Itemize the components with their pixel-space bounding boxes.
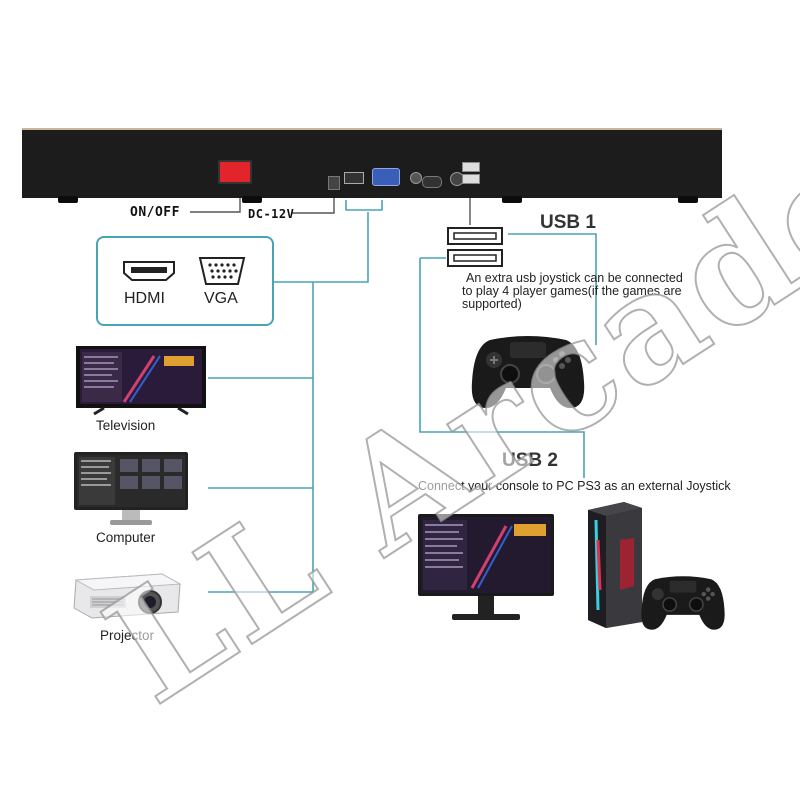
vga-label: VGA bbox=[204, 290, 238, 307]
computer-monitor-icon bbox=[74, 452, 188, 525]
computer-device: Computer bbox=[72, 450, 212, 550]
dc-jack-icon bbox=[328, 176, 340, 190]
usb1-description-line: to play 4 player games(if the games are bbox=[462, 284, 682, 298]
video-ports-box: HDMI VGA bbox=[96, 236, 274, 326]
on-off-label: ON/OFF bbox=[130, 205, 180, 220]
usb1-title: USB 1 bbox=[540, 212, 596, 233]
power-switch[interactable] bbox=[218, 160, 252, 184]
vga-port-icon bbox=[372, 168, 400, 186]
hdmi-label: HDMI bbox=[124, 290, 165, 307]
gamepad-icon bbox=[641, 576, 725, 630]
computer-monitor-icon bbox=[418, 514, 554, 620]
projector-device: Projector bbox=[70, 566, 210, 650]
usb-port-icon bbox=[462, 174, 480, 184]
audio-jack-icon bbox=[410, 172, 422, 184]
usb2-description: Connect your console to PC PS3 as an ext… bbox=[418, 479, 731, 493]
arcade-console-back-panel bbox=[22, 128, 722, 203]
console-foot bbox=[678, 196, 698, 203]
vga-port-icon bbox=[198, 257, 246, 285]
port-cluster bbox=[422, 176, 442, 188]
television-device: Television bbox=[74, 344, 214, 440]
projector-label: Projector bbox=[100, 628, 155, 643]
hdmi-port-icon bbox=[123, 261, 175, 281]
console-foot bbox=[242, 196, 262, 203]
usb-port-icon bbox=[447, 227, 503, 267]
usb1-description-line: supported) bbox=[462, 297, 522, 311]
console-foot bbox=[58, 196, 78, 203]
television-label: Television bbox=[96, 418, 156, 433]
dc-label: DC-12V bbox=[248, 207, 295, 221]
hdmi-port-icon bbox=[344, 172, 364, 184]
console-foot bbox=[502, 196, 522, 203]
pc-tower-icon bbox=[588, 502, 642, 628]
television-icon bbox=[76, 346, 206, 416]
usb1-description: An extra usb joystick can be connected t… bbox=[462, 272, 712, 311]
gamepad-icon bbox=[471, 336, 585, 408]
usb2-title: USB 2 bbox=[502, 450, 558, 471]
usb-port-icon bbox=[462, 162, 480, 172]
projector-icon bbox=[73, 573, 182, 619]
computer-label: Computer bbox=[96, 530, 156, 545]
usb1-description-line: An extra usb joystick can be connected bbox=[466, 271, 683, 285]
